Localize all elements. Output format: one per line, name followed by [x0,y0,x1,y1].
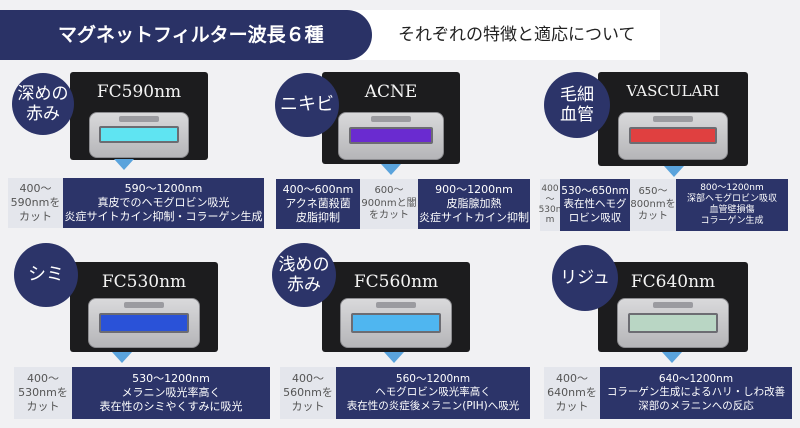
arrow-indicator [384,352,404,363]
filter-photo-vasculari: VASCULARI [598,72,748,166]
filter-glass [99,313,189,333]
filter-head [340,298,452,348]
filter-name: ACNE [364,82,418,102]
filter-name: FC560nm [353,272,439,292]
arrow-indicator [662,352,682,363]
arrow-indicator [114,159,134,170]
filter-photo-fc640: FC640nm [598,262,748,352]
wavelength-bar-acne: 400～600nm アクネ菌殺菌 皮脂抑制 600～ 900nmと闇 をカット … [276,179,530,229]
wavelength-bar-fc590: 400～ 590nmを カット 590～1200nm 真皮でのヘモグロビン吸光 … [8,178,264,228]
filter-photo-fc530: FC530nm [70,262,218,352]
filter-photo-fc560: FC560nm [322,262,470,352]
arrow-indicator [112,352,132,363]
filter-glass [349,127,433,144]
category-badge: 浅めの 赤み [272,243,336,307]
cut-range-2: 650～ 800nmを カット [630,179,676,231]
wavelength-bar-fc530: 400～ 530nmを カット 530～1200nm メラニン吸光率高く 表在性… [14,367,270,419]
pass-range-2: 900～1200nm 皮脂腺加熱 炎症サイトカイン抑制 [418,179,530,229]
category-badge: リジュ [552,245,618,311]
category-badge: シミ [14,243,78,307]
pass-range: 640～1200nm コラーゲン生成によるハリ・しわ改善 深部のメラニンへの反応 [600,367,792,419]
filter-glass [628,313,718,333]
filter-name: FC590nm [96,82,182,102]
filter-glass [351,313,441,333]
pass-range-2: 800～1200nm 深部ヘモグロビン吸収 血管壁損傷 コラーゲン生成 [676,179,788,231]
filter-head [617,298,729,348]
filter-photo-fc590: FC590nm [70,72,208,160]
filter-glass [629,127,717,144]
wavelength-bar-vasculari: 400 ～ 530n m 530～650nm 表在性ヘモグ ロビン吸収 650～… [539,179,788,231]
filter-name: FC530nm [101,272,187,292]
header-subtitle: それぞれの特徴と適応について [340,10,660,60]
header-title: マグネットフィルター波長６種 [0,10,372,60]
filter-name: FC640nm [630,272,716,292]
filter-name: VASCULARI [626,82,720,100]
arrow-indicator [664,166,684,177]
cut-range: 400～ 530nmを カット [14,367,72,419]
category-badge: 深めの 赤み [12,73,74,135]
arrow-indicator [381,164,401,175]
filter-head [89,112,189,158]
pass-range-1: 400～600nm アクネ菌殺菌 皮脂抑制 [276,179,360,229]
pass-range: 560～1200nm ヘモグロビン吸光率高く 表在性の炎症後メラニン(PIH)へ… [336,367,530,419]
cut-range-1: 400 ～ 530n m [539,179,561,231]
pass-range: 530～1200nm メラニン吸光率高く 表在性のシミやくすみに吸光 [72,367,270,419]
filter-photo-acne: ACNE [322,72,460,164]
cut-range: 400～ 560nmを カット [280,367,336,419]
filter-head [338,112,444,160]
cut-range: 600～ 900nmと闇 をカット [360,179,418,229]
category-badge: ニキビ [275,73,339,137]
wavelength-bar-fc560: 400～ 560nmを カット 560～1200nm ヘモグロビン吸光率高く 表… [280,367,530,419]
filter-glass [99,126,179,143]
pass-range-1: 530～650nm 表在性ヘモグ ロビン吸収 [560,179,630,231]
wavelength-bar-fc640: 400～ 640nmを カット 640～1200nm コラーゲン生成によるハリ・… [544,367,792,419]
cut-range: 400～ 590nmを カット [8,178,63,228]
category-badge: 毛細 血管 [544,72,610,138]
filter-head [88,298,200,348]
filter-head [618,112,728,160]
cut-range: 400～ 640nmを カット [544,367,600,419]
pass-range: 590～1200nm 真皮でのヘモグロビン吸光 炎症サイトカイン抑制・コラーゲン… [63,178,264,228]
